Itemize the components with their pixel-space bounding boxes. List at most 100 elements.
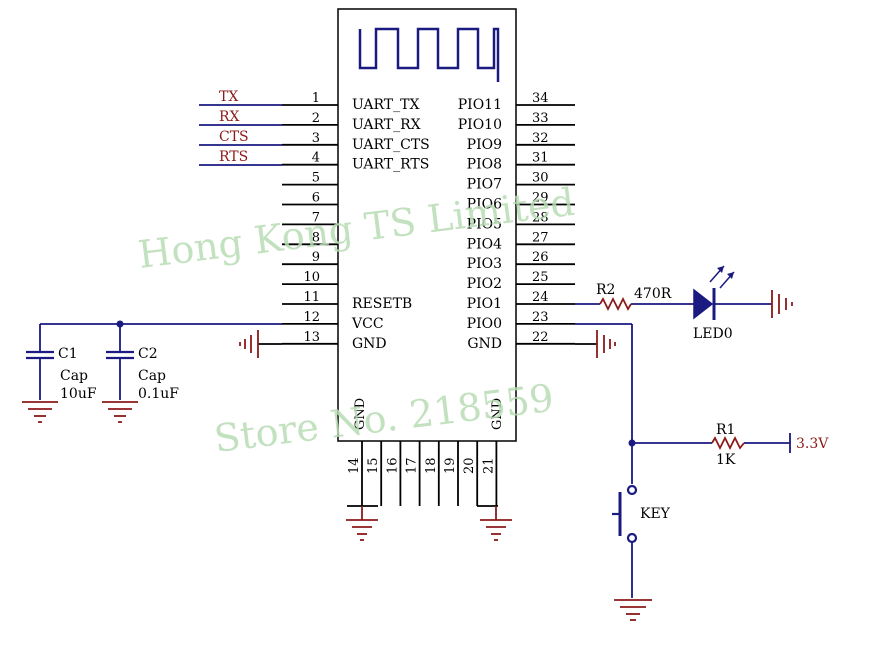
bottom-pin-number: 15: [366, 457, 381, 474]
left-pin-number: 10: [303, 270, 320, 285]
c1-ref: C1: [58, 346, 78, 362]
right-pin-label: PIO8: [467, 157, 502, 173]
module-ground-right-icon: [477, 505, 512, 541]
bottom-pin-number: 17: [405, 457, 420, 474]
vcc-rail: [39, 323, 282, 400]
right-pin-label: PIO10: [458, 117, 502, 133]
key-switch-icon: [612, 484, 638, 544]
bottom-gnd-right-label: GND: [490, 398, 505, 430]
left-pin-number: 12: [303, 310, 320, 325]
r2-ref: R2: [596, 282, 615, 298]
left-pin-number: 8: [312, 230, 320, 245]
net-label-tx: TX: [219, 89, 238, 105]
right-pin-number: 31: [532, 151, 549, 166]
right-pin-number: 25: [532, 270, 549, 285]
led-ground-icon: [771, 290, 793, 318]
left-pin-label: UART_RX: [352, 117, 421, 133]
net-label-cts: CTS: [219, 129, 249, 145]
right-pin-group: 34 PIO11 33 PIO10 32 PIO9 31 PIO8 30 PIO7 29 PIO6 28…: [458, 91, 575, 352]
right-pin-number: 29: [532, 191, 549, 206]
capacitor-c1-icon: [26, 350, 54, 360]
right-pin-label: PIO4: [467, 236, 502, 252]
right-pin-number: 32: [532, 131, 549, 146]
watermark-company: Hong Kong TS Limited: [136, 180, 577, 277]
bottom-pin-number: 18: [424, 457, 439, 474]
c1-value: 10uF: [60, 386, 97, 402]
c2-ground-icon: [102, 401, 138, 423]
left-pin-number: 3: [312, 131, 320, 146]
right-pin-label: PIO0: [467, 316, 502, 332]
pio0-net: [575, 323, 791, 598]
right-pin-label: PIO7: [467, 177, 502, 193]
right-pin-number: 24: [532, 290, 549, 305]
left-pin-number: 11: [303, 290, 320, 305]
right-pin-label: PIO5: [467, 216, 502, 232]
left-pin-number: 1: [312, 91, 320, 106]
antenna-icon: [358, 27, 500, 82]
bottom-gnd-left-label: GND: [353, 398, 368, 430]
vcc-junction: [116, 320, 124, 328]
c1-type: Cap: [60, 368, 88, 384]
key-label: KEY: [640, 506, 671, 522]
c2-type: Cap: [138, 368, 166, 384]
right-pin-number: 34: [532, 91, 549, 106]
module-ground-left-icon: [346, 505, 378, 541]
r2-value: 470R: [634, 286, 672, 302]
right-pin-label: GND: [467, 336, 502, 352]
pio0-junction: [628, 439, 636, 447]
left-pin-number: 5: [312, 171, 320, 186]
c2-value: 0.1uF: [138, 386, 179, 402]
c1-ground-icon: [22, 401, 58, 423]
left-pin-label: RESETB: [352, 296, 412, 312]
supply-3v3-label: 3.3V: [796, 436, 829, 452]
left-pin-label: UART_RTS: [352, 157, 429, 173]
right-pin-label: PIO9: [467, 137, 502, 153]
r1-ref: R1: [716, 422, 735, 438]
key-ground-icon: [614, 599, 652, 621]
watermark-store: Store No. 218559: [212, 376, 556, 461]
c2-ref: C2: [138, 346, 158, 362]
left-pin-number: 9: [312, 250, 320, 265]
led0-icon: [693, 265, 735, 320]
pio1-net: [575, 296, 772, 312]
bottom-pin-number: 16: [385, 457, 400, 474]
r1-value: 1K: [716, 452, 736, 468]
left-pin-group: 1 UART_TX 2 UART_RX 3 UART_CTS 4 UART_RTS 5 6 7 8 9 1…: [282, 91, 430, 352]
left-pin-label: UART_CTS: [352, 137, 430, 153]
capacitor-c2-icon: [106, 350, 134, 360]
right-pin-number: 27: [532, 230, 549, 245]
resistor-r1-icon: [711, 435, 745, 451]
pin13-ground-icon: [239, 330, 282, 358]
right-pin-label: PIO6: [467, 197, 502, 213]
right-pin-number: 26: [532, 250, 549, 265]
resistor-r2-icon: [599, 296, 632, 312]
bottom-pin-number: 14: [347, 457, 362, 474]
bottom-pin-number: 19: [443, 457, 458, 474]
right-pin-number: 22: [532, 330, 549, 345]
left-pin-number: 6: [312, 191, 320, 206]
right-pin-label: PIO3: [467, 256, 502, 272]
right-pin-label: PIO2: [467, 276, 502, 292]
right-pin-number: 33: [532, 111, 549, 126]
left-pin-number: 4: [312, 151, 320, 166]
led0-ref: LED0: [693, 326, 733, 342]
net-label-rx: RX: [219, 109, 240, 125]
right-pin-label: PIO11: [458, 97, 502, 113]
bottom-pin-number: 21: [481, 457, 496, 474]
right-pin-number: 28: [532, 210, 549, 225]
left-pin-number: 13: [303, 330, 320, 345]
right-pin-label: PIO1: [467, 296, 502, 312]
net-label-rts: RTS: [219, 149, 248, 165]
pin22-ground-icon: [575, 330, 616, 358]
bottom-pin-number: 20: [462, 457, 477, 474]
left-pin-label: UART_TX: [352, 97, 419, 113]
left-pin-number: 7: [312, 210, 320, 225]
left-pin-label: VCC: [351, 316, 384, 332]
right-pin-number: 23: [532, 310, 549, 325]
left-pin-number: 2: [312, 111, 320, 126]
left-pin-label: GND: [352, 336, 387, 352]
uart-nets: [199, 104, 282, 166]
right-pin-number: 30: [532, 171, 549, 186]
